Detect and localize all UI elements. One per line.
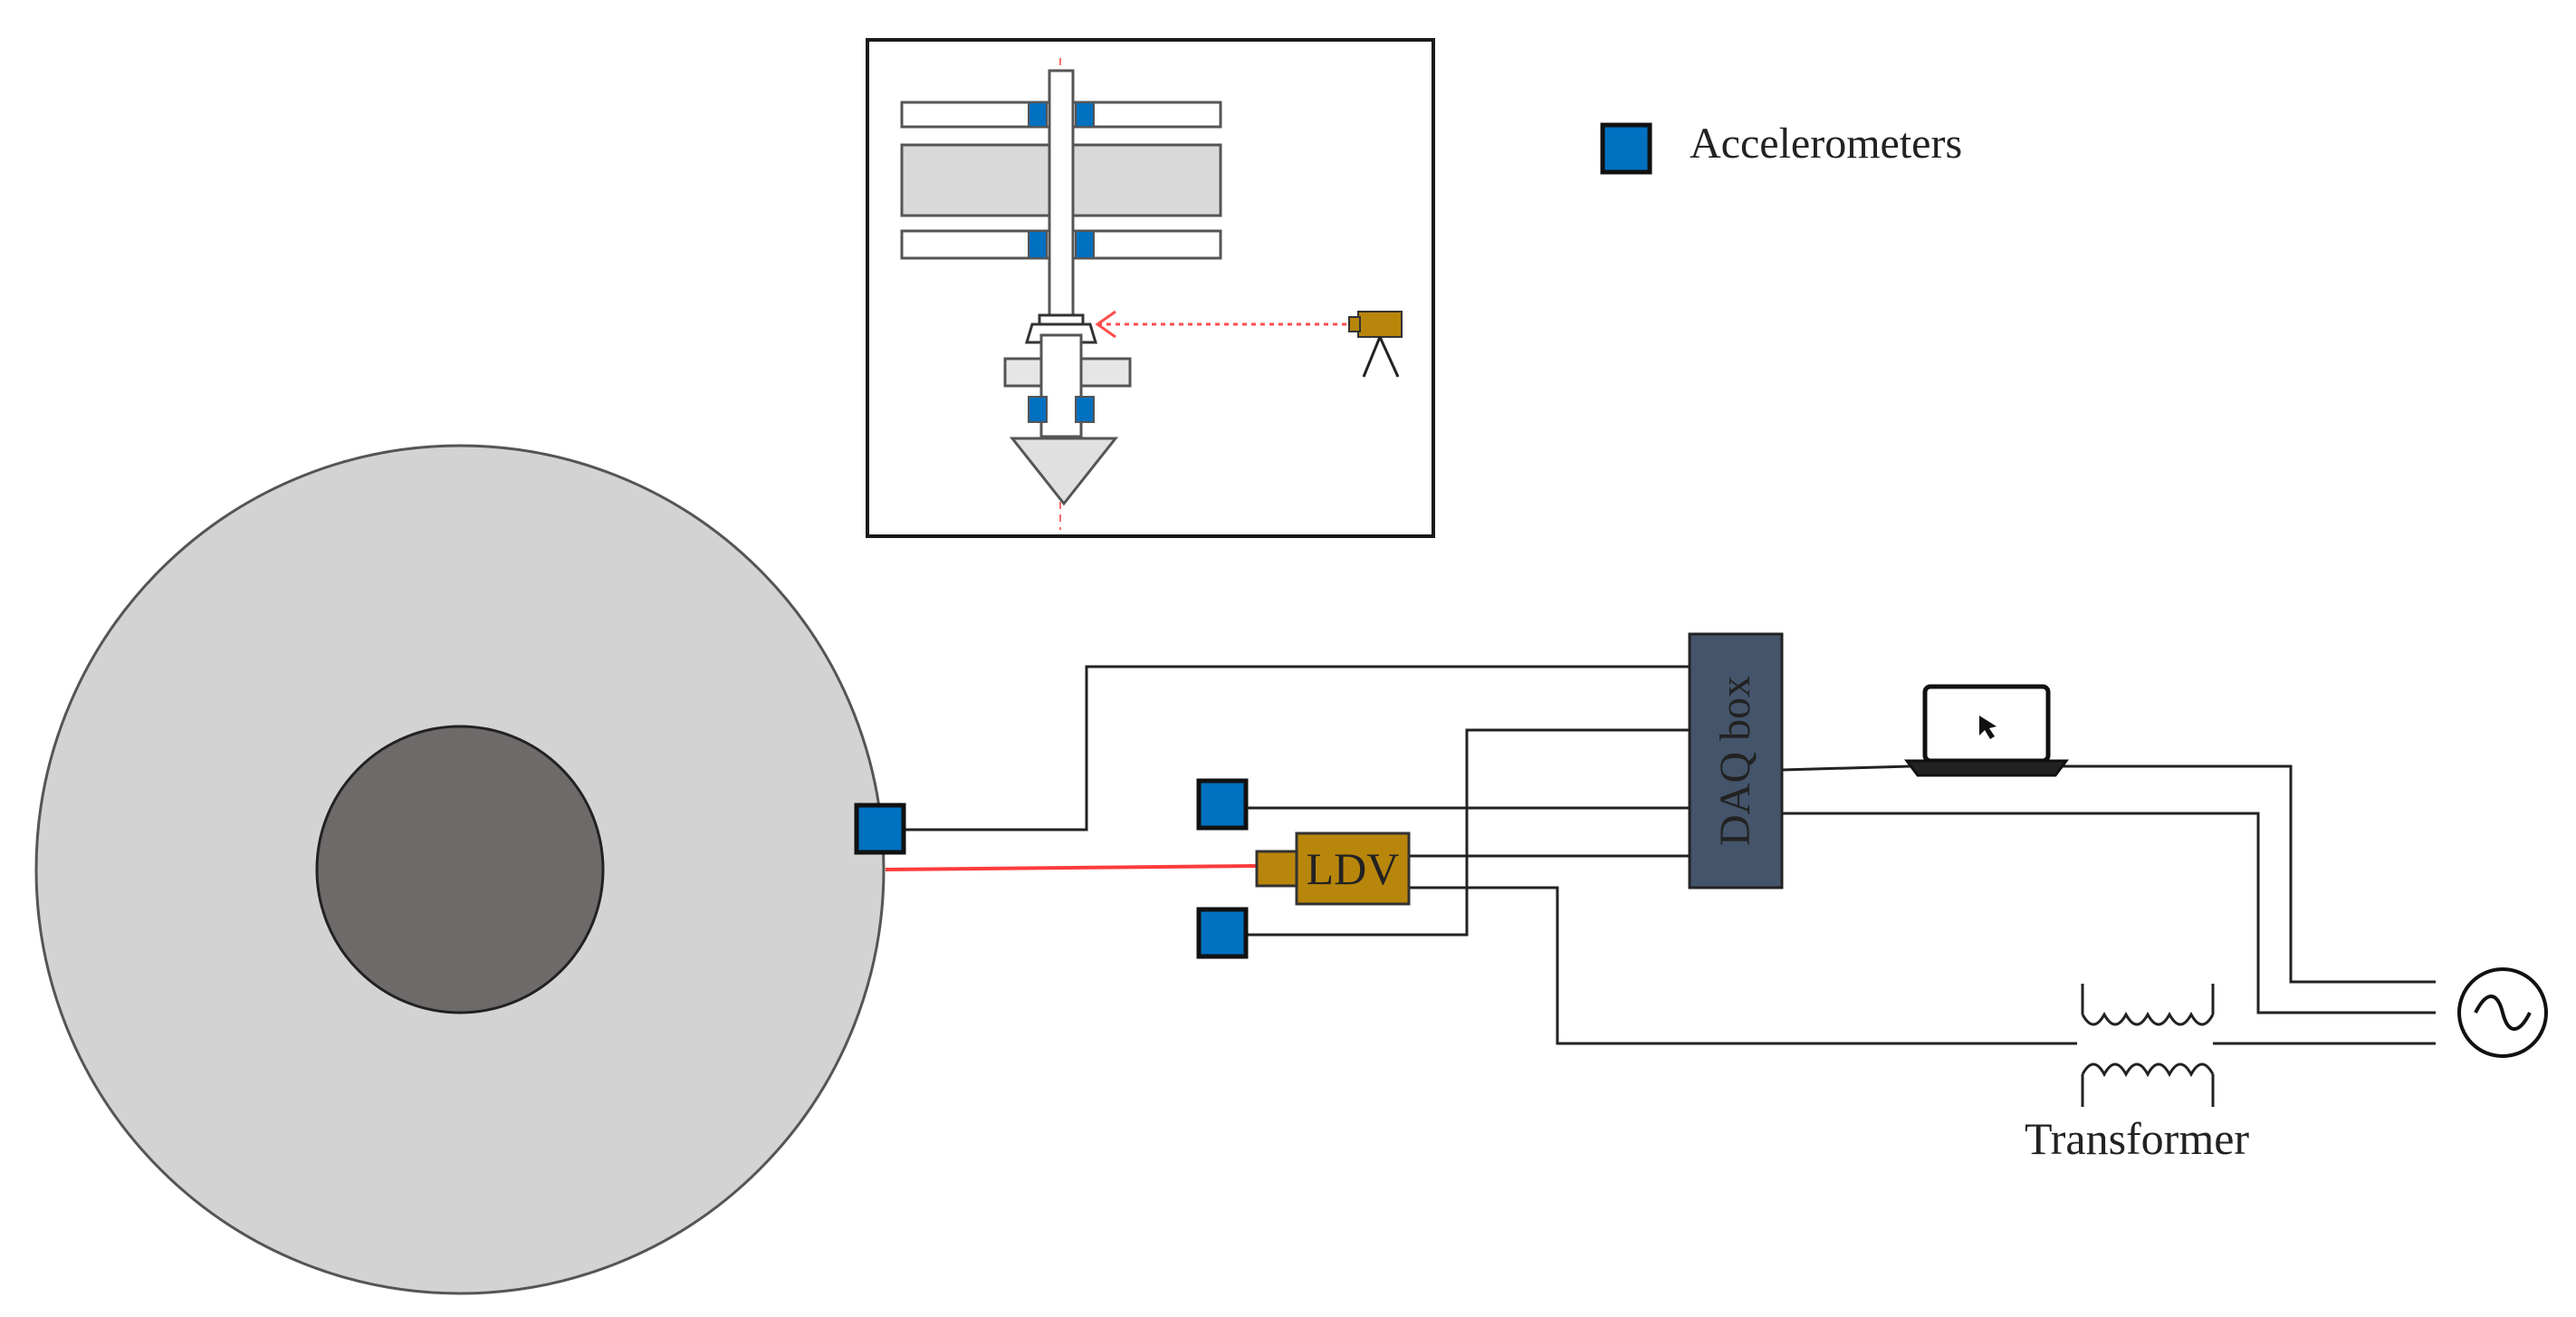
inset-bearing-mid-left <box>1028 230 1048 259</box>
disk-hub <box>315 725 605 1014</box>
rotating-disk <box>34 444 886 1295</box>
legend: Accelerometers <box>1600 120 1962 175</box>
inset-bearing-top-right <box>1075 101 1095 128</box>
wire-ldv-transformer <box>1409 886 2077 1045</box>
laptop-base <box>1904 759 2069 777</box>
accelerometer-top <box>1196 778 1249 831</box>
daq-label: DAQ box <box>1711 676 1759 846</box>
accelerometer-disk <box>854 803 906 855</box>
wire-daq-ac <box>1782 812 2436 1014</box>
inset-bearing-low-right <box>1075 396 1095 423</box>
ldv-icon: LDV <box>1255 832 1411 906</box>
transformer-label: Transformer <box>2025 1113 2249 1164</box>
wire-disk-accel-daq <box>905 665 1690 832</box>
wire-bottom-accel-daq <box>1224 728 1690 937</box>
accelerometer-bottom <box>1196 907 1249 959</box>
accelerometer-icon <box>1600 122 1652 175</box>
inset-bearing-top-left <box>1028 101 1048 128</box>
ldv-label: LDV <box>1307 843 1400 894</box>
cursor-icon <box>1979 716 1997 739</box>
inset-bearing-low-left <box>1028 396 1048 423</box>
transformer-icon <box>2081 984 2215 1107</box>
legend-label: Accelerometers <box>1690 120 1962 168</box>
tripod-laser-icon <box>1348 311 1403 378</box>
inset-shaft <box>1048 69 1075 322</box>
daq-body <box>1688 632 1784 889</box>
wire-daq-laptop <box>1781 764 1911 772</box>
ldv-body <box>1295 832 1411 906</box>
wiring <box>905 665 2436 1045</box>
daq-box: DAQ box <box>1688 632 1784 889</box>
laptop-icon <box>1904 684 2069 777</box>
inset-cone <box>1009 437 1119 506</box>
inset-laser-arrowhead <box>1095 310 1116 339</box>
inset-detail <box>866 38 1435 538</box>
wire-laptop-ac <box>2052 764 2436 984</box>
ac-source-icon <box>2457 967 2548 1058</box>
ldv-lens <box>1255 850 1298 888</box>
inset-lower-shaft <box>1039 333 1083 438</box>
inset-bearing-mid-right <box>1075 230 1095 259</box>
laser-beam <box>885 864 1258 871</box>
